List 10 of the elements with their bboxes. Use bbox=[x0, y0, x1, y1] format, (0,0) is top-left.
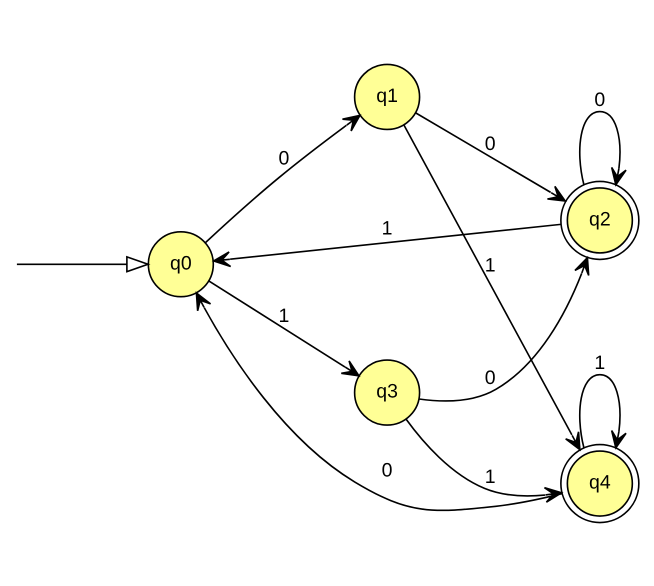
edge-label: 0 bbox=[484, 366, 496, 388]
edge-label: 0 bbox=[382, 458, 393, 481]
edge-label: 1 bbox=[594, 352, 606, 374]
edge-label: 0 bbox=[594, 88, 606, 111]
edge-label: 0 bbox=[484, 132, 496, 154]
edge-label: 1 bbox=[382, 216, 393, 239]
edge-label: 1 bbox=[484, 254, 496, 276]
edge-label: 1 bbox=[278, 304, 290, 327]
edge-label: 1 bbox=[484, 465, 496, 488]
edge-label: 0 bbox=[278, 147, 290, 170]
